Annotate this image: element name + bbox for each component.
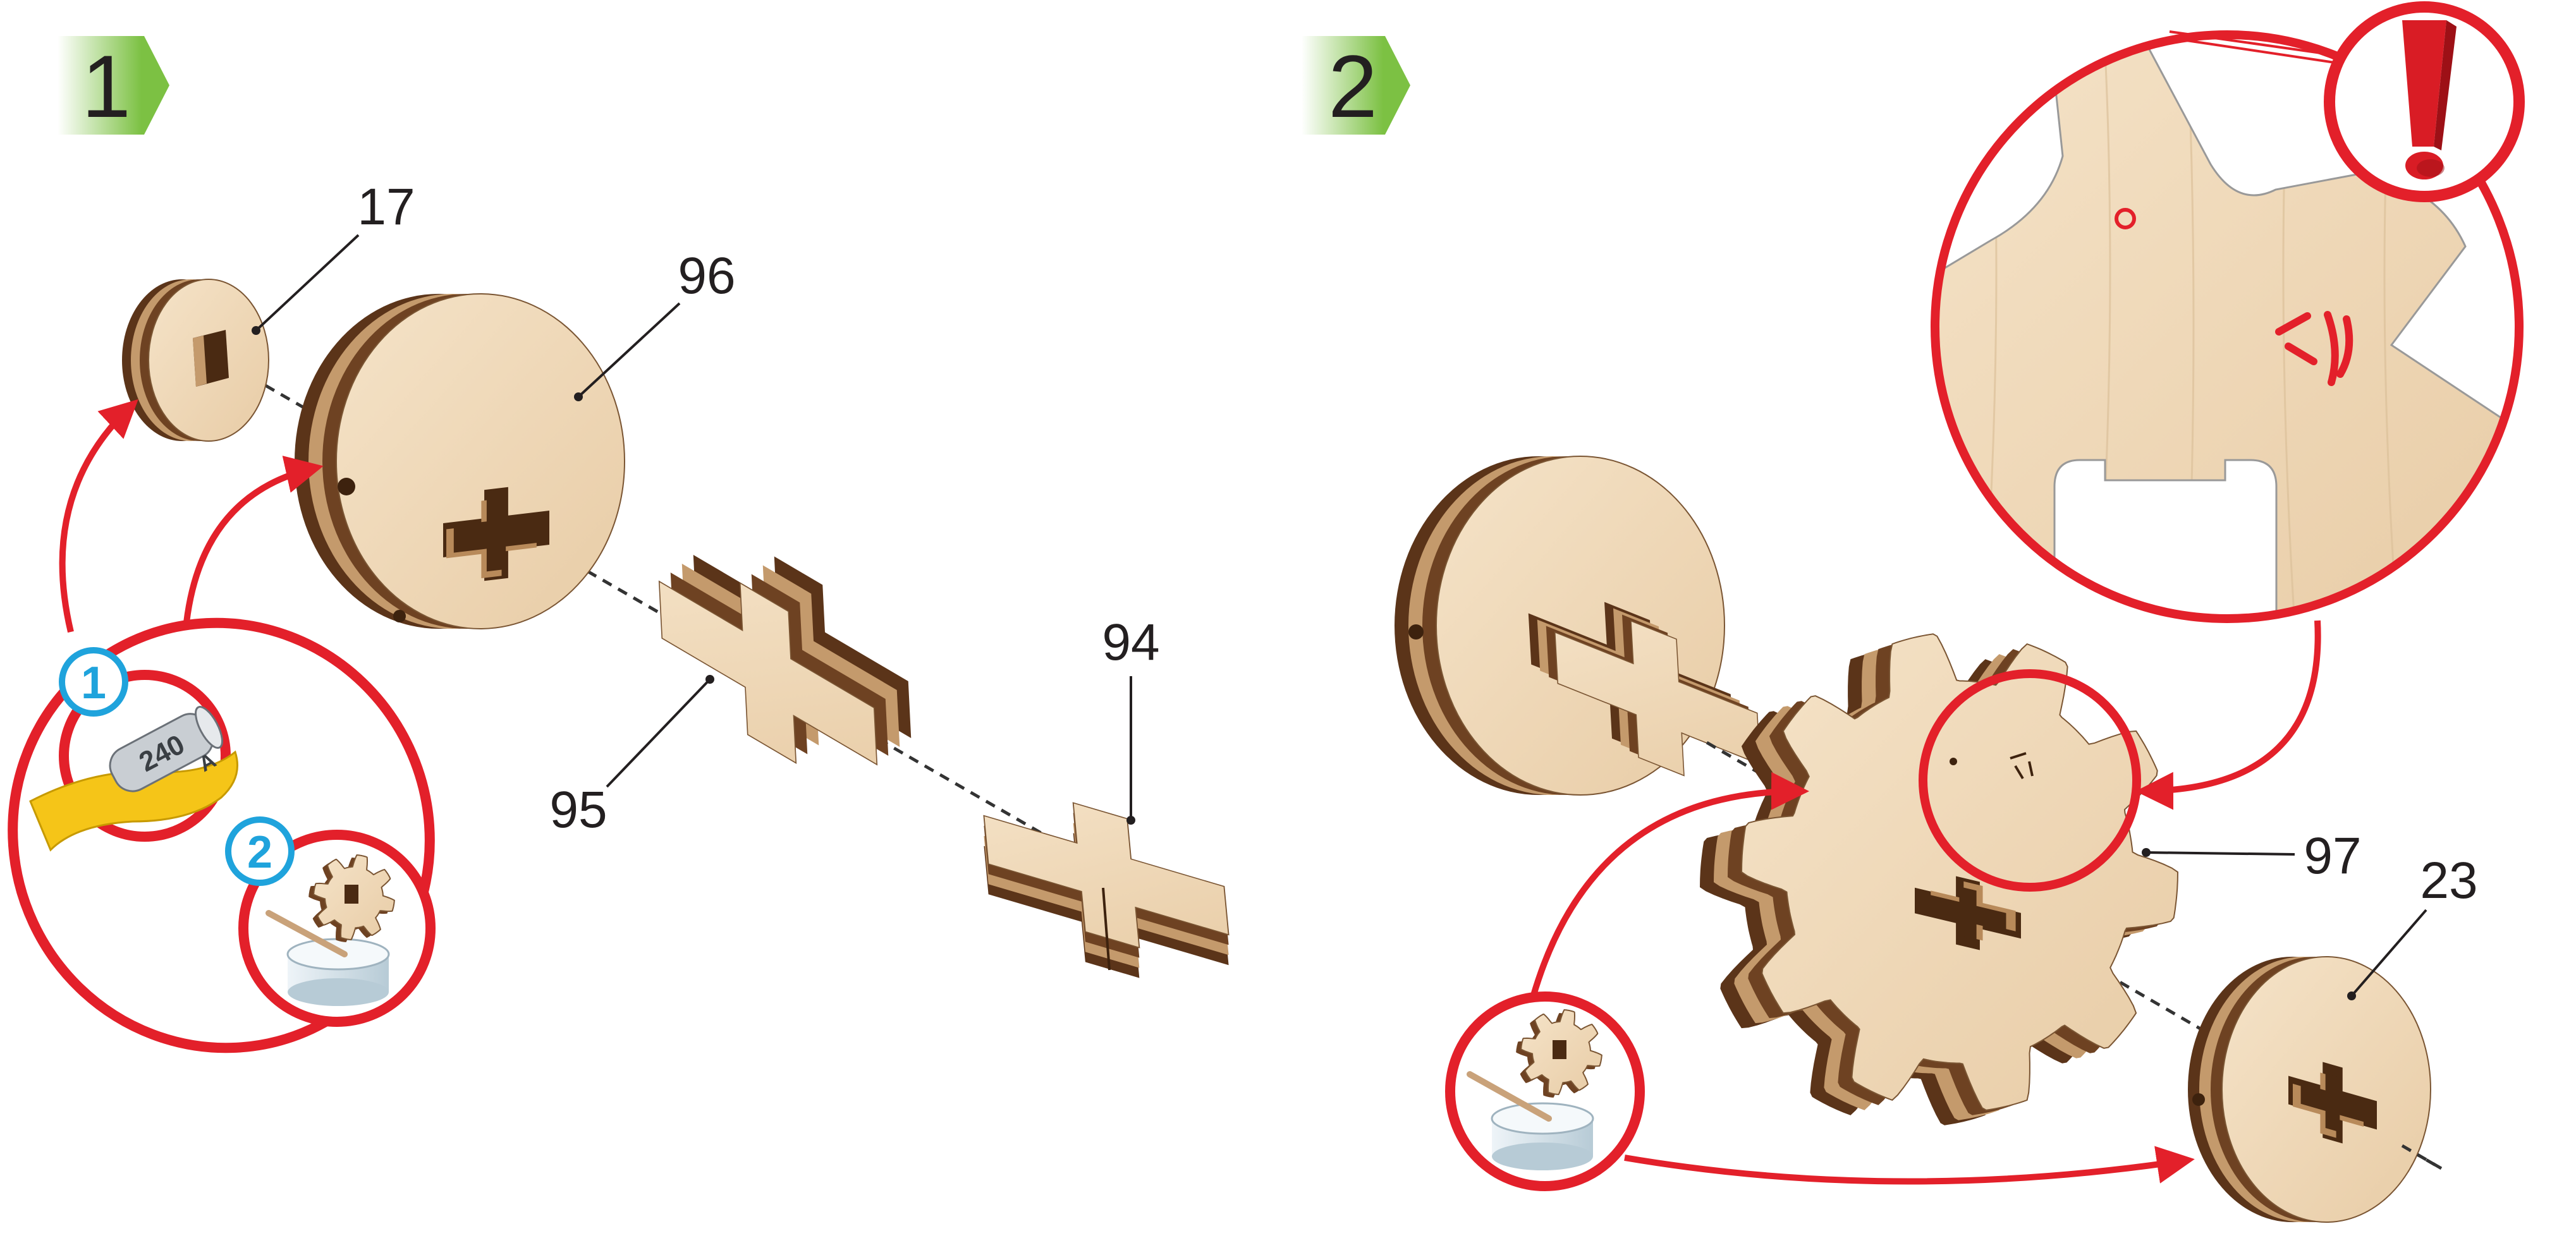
arrow-to-part-17 — [63, 404, 133, 632]
part-17-small-disc — [122, 279, 269, 441]
part-number: 96 — [678, 247, 735, 305]
label-part-96: 96 — [574, 247, 736, 401]
substep-badge-gluing: 2 — [228, 820, 291, 883]
part-95-cross-piece — [657, 507, 913, 812]
part-number: 97 — [2304, 827, 2361, 885]
arrow-glue-to-disc-23 — [1625, 1158, 2187, 1182]
substep-badge-sanding: 1 — [62, 650, 125, 713]
label-part-94: 94 — [1102, 614, 1159, 825]
part-94-cross-piece — [980, 775, 1232, 1005]
arrow-to-part-96 — [186, 468, 316, 622]
part-number: 23 — [2420, 852, 2477, 909]
glue-pot-icon — [1450, 997, 1640, 1186]
label-part-23: 23 — [2347, 852, 2478, 1000]
step-1-badge: 1 — [58, 36, 169, 136]
assembled-disc-with-cross — [1395, 456, 1762, 807]
gear-center-slot — [2054, 460, 2276, 632]
step-number: 2 — [1328, 37, 1377, 136]
substep-number: 2 — [247, 827, 272, 878]
step-number: 1 — [82, 37, 131, 136]
part-number: 95 — [549, 781, 607, 839]
warning-exclamation-icon — [2329, 7, 2519, 197]
substep-number: 1 — [81, 658, 106, 708]
label-part-95: 95 — [549, 675, 714, 839]
part-number: 17 — [357, 178, 415, 236]
arrow-detail-to-gear — [2143, 621, 2318, 791]
step-2-badge: 2 — [1302, 36, 1410, 136]
part-number: 94 — [1102, 614, 1159, 671]
part-96-large-disc — [295, 294, 625, 629]
part-23-end-disc — [2188, 957, 2431, 1222]
